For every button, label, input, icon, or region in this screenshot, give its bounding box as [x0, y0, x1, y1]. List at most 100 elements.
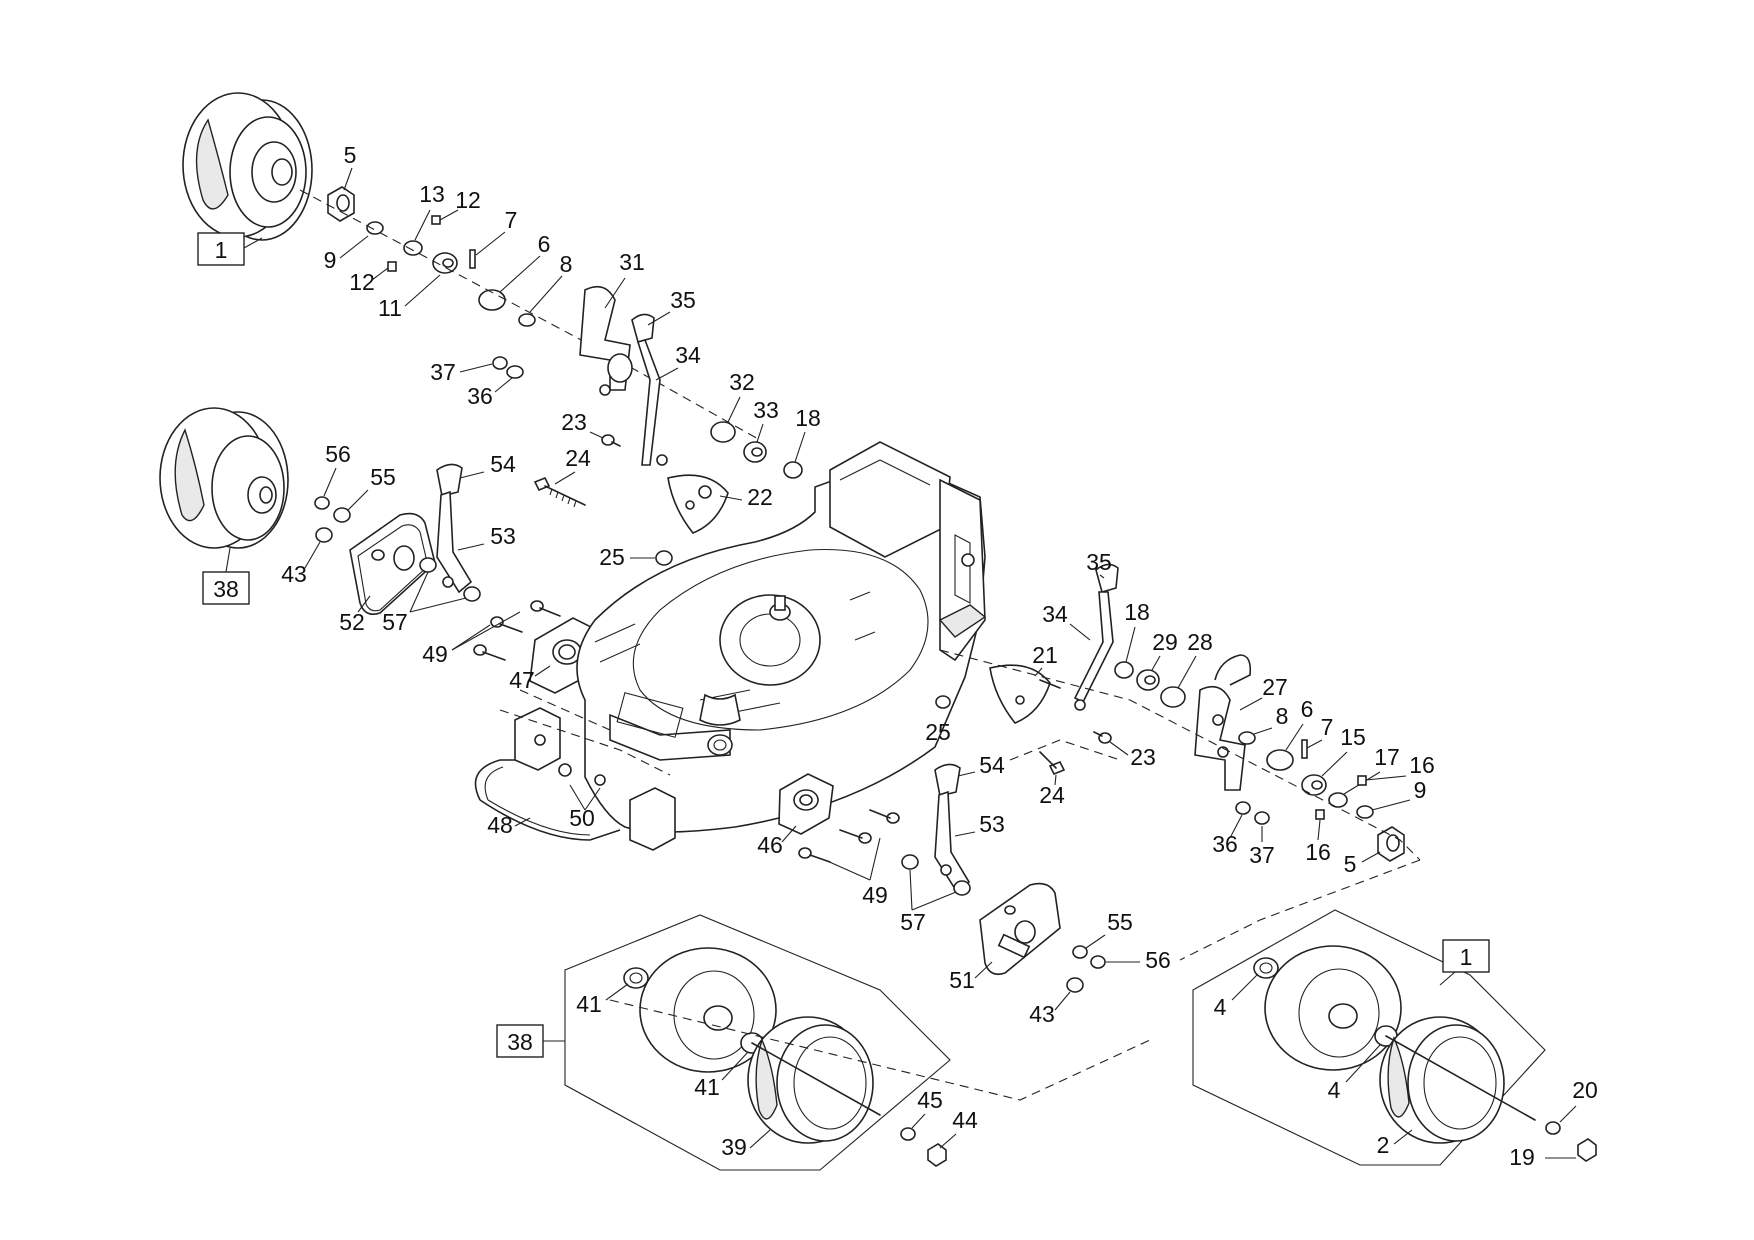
label-23-right: 23	[1130, 744, 1156, 770]
nut-25-right	[935, 695, 951, 709]
ring-17	[1328, 792, 1348, 808]
washer-9-top	[366, 221, 384, 235]
height-lever-53-bottom[interactable]	[934, 763, 971, 894]
bolt-24-right	[1039, 751, 1066, 776]
label-box-1-top	[197, 232, 245, 266]
ring-13-top	[403, 240, 423, 256]
hub-15	[1301, 774, 1327, 796]
pivot-plate-21[interactable]	[989, 664, 1061, 724]
label-43-bottom: 43	[1029, 1001, 1055, 1027]
label-31: 31	[619, 249, 645, 275]
label-37-top: 37	[430, 359, 456, 385]
bracket-27[interactable]	[1194, 654, 1252, 791]
label-15: 15	[1340, 724, 1366, 750]
height-lever-34-right[interactable]	[1073, 563, 1119, 711]
washer-57b-bottom	[953, 880, 971, 896]
mower-deck-housing[interactable]	[576, 441, 987, 833]
label-32: 32	[729, 369, 755, 395]
height-lever-53-left[interactable]	[436, 463, 473, 594]
label-56-left: 56	[325, 441, 351, 467]
washer-8-right	[1238, 731, 1256, 745]
bolts-49-bottom	[798, 809, 900, 863]
label-27: 27	[1262, 674, 1288, 700]
label-6-right: 6	[1301, 696, 1314, 722]
label-55-bottom: 55	[1107, 909, 1133, 935]
nut-37-right	[1254, 811, 1270, 825]
label-51: 51	[949, 967, 975, 993]
height-adjuster-5-right[interactable]	[1377, 826, 1405, 862]
label-11-top: 11	[378, 295, 402, 321]
label-1-top: 1	[215, 237, 228, 263]
label-56-bottom: 56	[1145, 947, 1171, 973]
label-8-top: 8	[560, 251, 573, 277]
label-7-top: 7	[505, 207, 518, 233]
bolt-23-top	[601, 434, 621, 447]
wheel-assembly-mid-left[interactable]	[159, 407, 289, 549]
label-2: 2	[1377, 1132, 1390, 1158]
label-box-1-bottom	[1442, 939, 1490, 973]
label-46: 46	[757, 832, 783, 858]
washer-6-top	[478, 289, 506, 311]
label-57-left: 57	[382, 609, 408, 635]
height-lever-34-top[interactable]	[631, 313, 668, 466]
label-37-right: 37	[1249, 842, 1275, 868]
label-21: 21	[1032, 642, 1058, 668]
mounting-bracket-46[interactable]	[778, 773, 834, 835]
pivot-plate-22[interactable]	[667, 474, 729, 534]
label-28: 28	[1187, 629, 1213, 655]
label-18-top: 18	[795, 405, 821, 431]
label-53-left: 53	[490, 523, 516, 549]
label-17: 17	[1374, 744, 1400, 770]
label-57-bottom: 57	[900, 909, 926, 935]
wheel-group-1-bottom[interactable]	[1192, 909, 1597, 1166]
wheel-group-38-bottom[interactable]	[564, 914, 951, 1171]
label-25-top: 25	[599, 544, 625, 570]
label-35-right: 35	[1086, 549, 1112, 575]
label-29: 29	[1152, 629, 1178, 655]
wheel-assembly-top-left[interactable]	[182, 92, 313, 241]
label-12a: 12	[455, 187, 481, 213]
bushing-32	[710, 421, 736, 443]
height-adjuster-5-top[interactable]	[327, 186, 355, 222]
pin-7-top	[469, 249, 476, 269]
label-5-top: 5	[344, 142, 357, 168]
washer-6-right	[1266, 749, 1294, 771]
nut-55-left	[333, 507, 351, 523]
pin-7-right	[1301, 739, 1308, 759]
washer-18-right	[1114, 661, 1134, 679]
clip-12a	[431, 215, 441, 225]
label-41b: 41	[694, 1074, 720, 1100]
washer-36-top	[506, 365, 524, 379]
label-9-right: 9	[1414, 777, 1427, 803]
label-55-left: 55	[370, 464, 396, 490]
nut-37-top	[492, 356, 508, 370]
label-1-bottom: 1	[1460, 944, 1473, 970]
label-47: 47	[509, 667, 535, 693]
label-36-right: 36	[1212, 831, 1238, 857]
label-41a: 41	[576, 991, 602, 1017]
handle-bar-48[interactable]	[474, 707, 676, 851]
label-39: 39	[721, 1134, 747, 1160]
washer-8-top	[518, 313, 536, 327]
label-20: 20	[1572, 1077, 1598, 1103]
label-7-right: 7	[1321, 714, 1334, 740]
washer-18-top	[783, 461, 803, 479]
clip-16a	[1357, 775, 1367, 786]
label-34-right: 34	[1042, 601, 1068, 627]
label-33: 33	[753, 397, 779, 423]
washer-57a-left	[419, 557, 437, 573]
label-16b: 16	[1305, 839, 1331, 865]
label-49-left: 49	[422, 641, 448, 667]
hub-11-top	[432, 252, 458, 274]
nut-56-bottom	[1090, 955, 1106, 969]
label-8-right: 8	[1276, 703, 1289, 729]
washer-57a-bottom	[901, 854, 919, 870]
label-54-bottom: 54	[979, 752, 1005, 778]
label-25-right: 25	[925, 719, 951, 745]
label-box-38-top	[202, 571, 250, 605]
bracket-31[interactable]	[579, 285, 633, 396]
label-53-bottom: 53	[979, 811, 1005, 837]
axle-plate-51[interactable]	[979, 882, 1061, 976]
washer-36-right	[1235, 801, 1251, 815]
label-43-left: 43	[281, 561, 307, 587]
